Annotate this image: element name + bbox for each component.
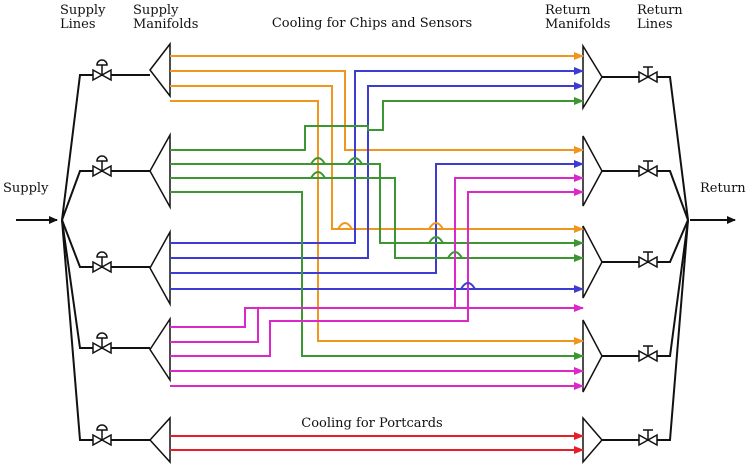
pipe-crossing-hop-1 bbox=[337, 222, 353, 230]
blue-pipe-7 bbox=[170, 160, 584, 274]
green-pipe-12 bbox=[170, 191, 584, 360]
green-pipe-11 bbox=[170, 177, 584, 262]
supply-valve-2-dome-icon bbox=[96, 155, 108, 162]
portcards-title: Cooling for Portcards bbox=[301, 416, 442, 431]
supply-branch-3 bbox=[61, 219, 150, 268]
supply-manifold-5 bbox=[148, 416, 171, 464]
blue-pipe-5 bbox=[170, 67, 584, 244]
return-valve-2 bbox=[638, 160, 658, 178]
pipe-crossing-hop-8 bbox=[347, 157, 363, 165]
return-manifold-4 bbox=[582, 319, 603, 393]
supply-valve-3-dome-icon bbox=[96, 251, 108, 258]
supply-valves bbox=[92, 59, 112, 447]
supply-manifold-1 bbox=[149, 41, 171, 99]
orange-pipe-4 bbox=[170, 100, 584, 345]
return-valve-1 bbox=[638, 66, 658, 84]
header-return-manifolds-line2: Manifolds bbox=[545, 17, 610, 32]
return-branch-2 bbox=[602, 170, 689, 221]
supply-manifold-4 bbox=[149, 316, 171, 383]
return-valves bbox=[638, 66, 658, 447]
return-line-tree bbox=[602, 76, 689, 441]
header-supply-lines: Supply Lines bbox=[60, 3, 106, 32]
header-return-manifolds-line1: Return bbox=[545, 3, 591, 18]
supply-valve-2 bbox=[92, 155, 112, 178]
supply-manifold-3 bbox=[149, 229, 171, 307]
chips-sensors-title: Cooling for Chips and Sensors bbox=[272, 16, 472, 31]
supply-branch-4 bbox=[61, 219, 150, 349]
return-valve-3 bbox=[638, 251, 658, 269]
pipe-crossing-hop-3 bbox=[428, 236, 444, 244]
cooling-pipes bbox=[170, 52, 584, 454]
supply-manifold-2 bbox=[149, 132, 171, 210]
supply-valve-4 bbox=[92, 332, 112, 355]
header-return-lines-line2: Lines bbox=[637, 17, 673, 32]
return-label: Return bbox=[700, 181, 746, 196]
return-manifold-1 bbox=[582, 43, 603, 111]
magenta-pipe-13 bbox=[170, 304, 584, 328]
supply-branch-1 bbox=[61, 74, 150, 221]
supply-valve-4-dome-icon bbox=[96, 332, 108, 339]
supply-branch-2 bbox=[61, 170, 150, 221]
supply-valve-5 bbox=[92, 424, 112, 447]
return-valve-5 bbox=[638, 429, 658, 447]
supply-valve-1 bbox=[92, 59, 112, 82]
return-branch-3 bbox=[602, 219, 689, 263]
orange-pipe-3 bbox=[170, 85, 584, 233]
supply-branch-5 bbox=[61, 219, 150, 441]
pipe-crossing-hop-5 bbox=[460, 282, 476, 290]
header-supply-manifolds: Supply Manifolds bbox=[133, 3, 198, 32]
magenta-pipe-15 bbox=[170, 188, 584, 357]
header-supply-lines-line2: Lines bbox=[60, 17, 96, 32]
return-branch-1 bbox=[602, 76, 689, 221]
green-pipe-10 bbox=[170, 163, 584, 247]
return-branch-5 bbox=[602, 219, 689, 441]
header-return-lines-line1: Return bbox=[637, 3, 683, 18]
manifolds bbox=[148, 41, 603, 465]
header-supply-manifolds-line1: Supply bbox=[133, 3, 179, 18]
supply-line-tree bbox=[61, 74, 150, 441]
supply-valve-3 bbox=[92, 251, 112, 274]
orange-pipe-2 bbox=[170, 70, 584, 154]
pipe-crossing-hop-2 bbox=[428, 222, 444, 230]
header-return-manifolds: Return Manifolds bbox=[545, 3, 610, 32]
pipe-crossing-hop-7 bbox=[310, 171, 326, 179]
pipe-crossing-hop-6 bbox=[310, 157, 326, 165]
supply-label: Supply bbox=[3, 181, 49, 196]
return-manifold-3 bbox=[582, 225, 603, 299]
pipe-crossing-hop-4 bbox=[447, 251, 463, 259]
blue-pipe-6 bbox=[170, 82, 584, 259]
supply-valve-5-dome-icon bbox=[96, 424, 108, 431]
header-supply-lines-line1: Supply bbox=[60, 3, 106, 18]
return-branch-4 bbox=[602, 219, 689, 357]
green-pipe-9 bbox=[170, 97, 584, 151]
return-manifold-5 bbox=[582, 415, 603, 465]
supply-valve-1-dome-icon bbox=[96, 59, 108, 66]
return-valve-4 bbox=[638, 345, 658, 363]
header-return-lines: Return Lines bbox=[637, 3, 683, 32]
header-supply-manifolds-line2: Manifolds bbox=[133, 17, 198, 32]
magenta-pipe-14 bbox=[170, 174, 584, 343]
return-manifold-2 bbox=[582, 135, 603, 207]
